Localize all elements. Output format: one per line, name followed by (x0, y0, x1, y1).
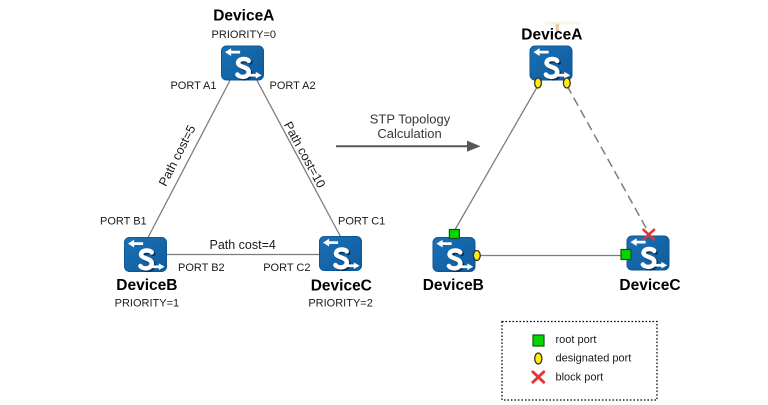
svg-text:PORT B1: PORT B1 (100, 216, 147, 228)
svg-text:block port: block port (556, 371, 604, 383)
svg-text:PORT A2: PORT A2 (270, 80, 316, 92)
svg-text:PRIORITY=2: PRIORITY=2 (308, 297, 373, 309)
svg-text:DeviceA: DeviceA (213, 7, 274, 24)
svg-text:PORT A1: PORT A1 (170, 80, 216, 92)
svg-text:Calculation: Calculation (377, 126, 441, 141)
svg-text:PORT C2: PORT C2 (263, 262, 310, 274)
svg-text:STP Topology: STP Topology (370, 112, 451, 127)
svg-text:DeviceC: DeviceC (619, 277, 680, 294)
svg-text:DeviceC: DeviceC (311, 277, 372, 294)
svg-text:DeviceB: DeviceB (423, 277, 484, 294)
svg-text:PRIORITY=1: PRIORITY=1 (115, 297, 180, 309)
svg-text:designated port: designated port (556, 353, 632, 365)
svg-text:DeviceB: DeviceB (116, 277, 177, 294)
svg-text:DeviceA: DeviceA (521, 26, 582, 43)
svg-text:PORT C1: PORT C1 (338, 216, 385, 228)
svg-text:PRIORITY=0: PRIORITY=0 (212, 29, 277, 41)
svg-text:Path cost=4: Path cost=4 (210, 238, 276, 252)
svg-text:root port: root port (556, 334, 597, 346)
svg-text:PORT B2: PORT B2 (178, 262, 225, 274)
